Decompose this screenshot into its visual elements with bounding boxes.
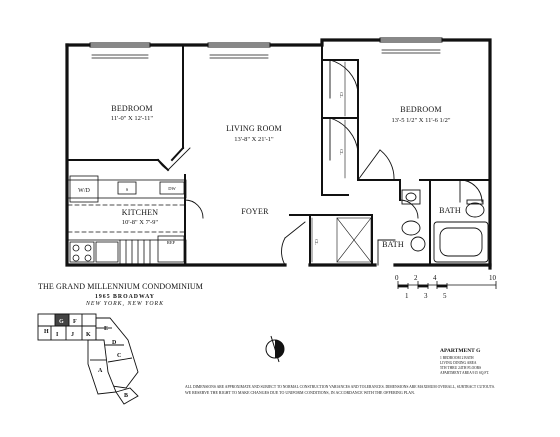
- apartment-detail-3: 5TH THRU 24TH FLOORS: [440, 366, 481, 370]
- apartment-detail-1: 1 BEDROOM 2 BATH: [440, 356, 474, 360]
- closet-2-label: CL: [339, 149, 344, 155]
- scale-1: 1: [405, 292, 409, 300]
- scale-3: 3: [424, 292, 428, 300]
- doors: [157, 59, 483, 266]
- building-address-1: 1965 BROADWAY: [95, 294, 155, 300]
- building-name: THE GRAND MILLENNIUM CONDOMINIUM: [38, 281, 203, 291]
- keyplan-b: B: [124, 393, 128, 399]
- apartment-detail-2: LIVING DINING AREA: [440, 361, 477, 365]
- keyplan-k: K: [86, 332, 91, 338]
- apartment-label: APARTMENT G: [440, 348, 481, 354]
- scale-bar: [397, 281, 497, 289]
- bedroom-left-dims: 11'-0" X 12'-11": [111, 115, 154, 122]
- kitchen-dims: 10'-8" X 7'-9": [122, 219, 159, 226]
- bedroom-left-name: BEDROOM: [111, 104, 152, 113]
- scale-0: 0: [395, 274, 399, 282]
- keyplan-j: J: [71, 332, 74, 338]
- scale-4: 4: [433, 274, 437, 282]
- apartment-detail-4: APARTMENT AREA 915 SQ.FT.: [440, 371, 489, 375]
- building-address-2: NEW YORK, NEW YORK: [85, 301, 164, 307]
- closet-3-label: CL: [314, 239, 319, 245]
- keyplan-g: G: [59, 319, 64, 325]
- living-room-name: LIVING ROOM: [226, 124, 282, 133]
- kitchen-name: KITCHEN: [122, 208, 159, 217]
- window-sills: [91, 49, 441, 59]
- dw-label: DW: [168, 186, 176, 191]
- bath-right-name: BATH: [439, 206, 461, 215]
- sink-label: S: [126, 187, 129, 192]
- keyplan-i: I: [56, 332, 59, 338]
- keyplan-d: D: [112, 340, 117, 346]
- bedroom-right-name: BEDROOM: [400, 105, 441, 114]
- foyer-name: FOYER: [241, 207, 269, 216]
- closet-hatching: [311, 61, 372, 263]
- outer-walls: [65, 38, 492, 270]
- disclaimer-line-2: WE RESERVE THE RIGHT TO MAKE CHANGES DUE…: [185, 391, 415, 396]
- keyplan-f: F: [73, 319, 77, 325]
- living-room-dims: 13'-8" X 21'-1": [234, 136, 274, 143]
- ref-label: REF: [167, 240, 176, 245]
- keyplan-c: C: [117, 353, 121, 359]
- interior-walls: [66, 44, 491, 266]
- windows: [89, 37, 443, 48]
- scale-5: 5: [443, 292, 447, 300]
- scale-10: 10: [489, 274, 497, 282]
- bath-fixtures: [377, 189, 489, 266]
- wd-label: W/D: [78, 188, 90, 194]
- bath-center-name: BATH: [382, 240, 404, 249]
- disclaimer-line-1: ALL DIMENSIONS ARE APPROXIMATE AND SUBJE…: [185, 385, 495, 390]
- keyplan-h: H: [44, 329, 49, 335]
- closet-1-label: CL: [339, 92, 344, 98]
- compass-icon: [265, 335, 285, 363]
- keyplan-a: A: [98, 368, 103, 374]
- keyplan-e: E: [104, 326, 108, 332]
- bedroom-right-dims: 13'-5 1/2" X 11'-6 1/2": [391, 117, 450, 124]
- scale-2: 2: [414, 274, 418, 282]
- key-plan: [37, 313, 139, 405]
- kitchen-fixtures: [67, 175, 187, 265]
